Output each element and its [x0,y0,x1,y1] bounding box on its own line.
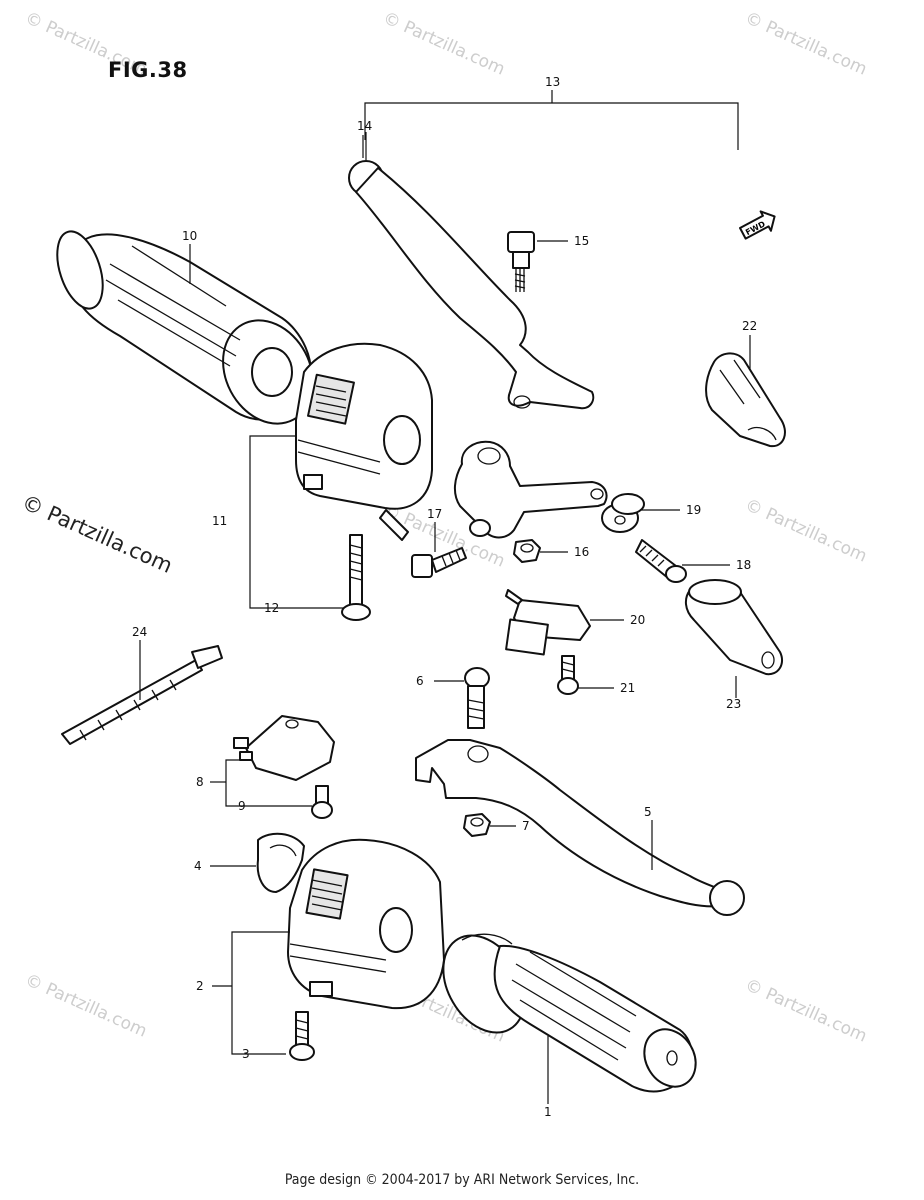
brake-switch-8[interactable] [233,715,335,781]
holder-bolt-17[interactable] [411,547,467,578]
callout-3: 3 [242,1047,250,1061]
adjuster-bolt-18[interactable] [635,539,687,583]
figure-title: FIG.38 [108,58,188,82]
callout-5: 5 [644,805,652,819]
cover-22[interactable] [705,352,786,448]
cable-band-24[interactable] [61,645,223,745]
pivot-bolt-6[interactable] [464,667,490,729]
lever-boot-23[interactable] [684,579,784,676]
callout-14: 14 [357,119,372,133]
callout-numbers: 13 14 10 15 22 19 17 11 16 18 12 20 24 6… [132,75,757,1119]
callout-10: 10 [182,229,197,243]
callout-13: 13 [545,75,560,89]
lever-assembly-bracket [362,90,739,158]
page-footer: Page design © 2004-2017 by ARI Network S… [284,1172,640,1188]
clutch-switch-20[interactable] [505,589,591,656]
spacer-4[interactable] [256,832,305,893]
switch-screw-21[interactable] [557,655,579,695]
clutch-lever[interactable] [348,160,595,410]
callout-16: 16 [574,545,589,559]
left-handlebar-switch[interactable] [295,342,433,541]
callout-9: 9 [238,799,246,813]
callout-4: 4 [194,859,202,873]
callout-1: 1 [544,1105,552,1119]
brake-lever-5[interactable] [415,739,745,916]
switch-screw-9[interactable] [311,785,333,819]
callout-17: 17 [427,507,442,521]
callout-7: 7 [522,819,530,833]
switch-screw-12[interactable] [341,534,371,621]
callout-6: 6 [416,674,424,688]
nut-16[interactable] [513,539,541,563]
left-handlebar-grip[interactable] [49,226,331,440]
callout-11: 11 [212,514,227,528]
bracket-8-leader [210,759,312,807]
callout-21: 21 [620,681,635,695]
callout-12: 12 [264,601,279,615]
callout-19: 19 [686,503,701,517]
clutch-holder[interactable] [454,440,608,539]
leader-lines [139,132,751,1104]
callout-15: 15 [574,234,589,248]
callout-2: 2 [196,979,204,993]
callout-22: 22 [742,319,757,333]
fwd-arrow-icon: FWD [739,210,776,240]
callout-8: 8 [196,775,204,789]
callout-24: 24 [132,625,147,639]
callout-23: 23 [726,697,741,711]
callout-20: 20 [630,613,645,627]
switch-screw-3[interactable] [289,1011,315,1061]
callout-18: 18 [736,558,751,572]
right-handlebar-grip[interactable] [427,921,706,1096]
adjuster-nut-19[interactable] [601,493,645,533]
right-handlebar-switch[interactable] [287,838,445,1010]
nut-7[interactable] [463,813,491,837]
bracket-11-leader [249,435,344,609]
bracket-2-leader [212,931,290,1055]
lever-bolt[interactable] [507,231,535,292]
